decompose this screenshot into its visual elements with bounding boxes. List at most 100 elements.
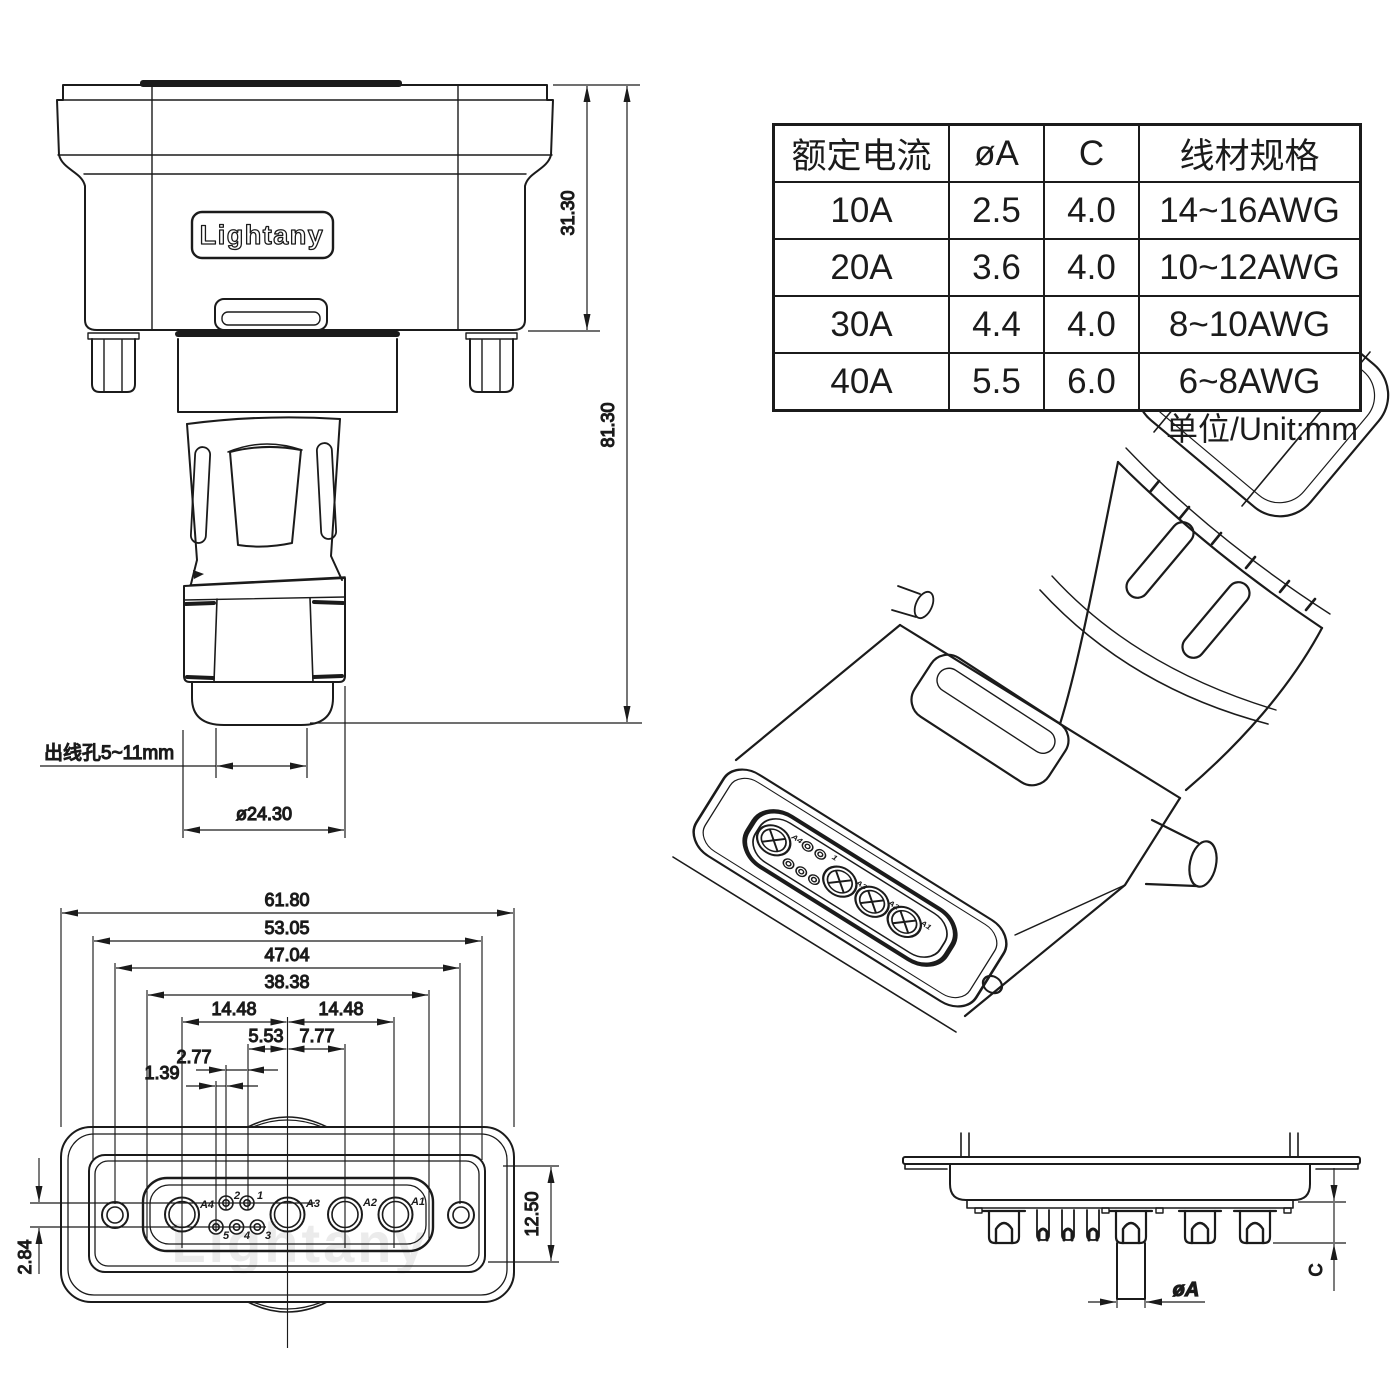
iso-contact-a2 [854,885,890,918]
spec-cell: 30A [775,295,948,352]
dim-upper-height: 31.30 [528,84,640,332]
cable-hole-note: 出线孔5~11mm [44,742,174,764]
dim-panel-height-value: 12.50 [522,1191,542,1236]
iso-left-jackscrew-stub [891,585,935,620]
dim-total-height: 81.30 [310,86,642,724]
label-p5: 5 [223,1230,230,1242]
rear-view-signal-pins [1036,1209,1100,1242]
spec-table-header-wire-gauge: 线材规格 [1138,126,1359,181]
label-a1: A1 [410,1196,425,1208]
label-a4: A4 [199,1199,214,1211]
dim-total-height-value: 81.30 [598,402,618,447]
dim-panel-height: 12.50 [488,1165,559,1263]
label-p3: 3 [265,1230,271,1242]
spec-table-header-c: C [1043,126,1138,181]
brand-logo-text: Lightany [200,220,325,250]
side-view-flange [87,331,518,340]
dim-panel-width-value: 53.05 [264,918,309,938]
dim-row-spacing-value: 2.84 [15,1239,35,1274]
rear-view [902,1132,1361,1300]
spec-cell: 4.0 [1043,295,1138,352]
rear-view-power-cups [981,1209,1278,1245]
side-view-gland-nut [183,577,346,683]
dim-small-right-value: 7.77 [299,1026,334,1046]
brand-logo-plate: Lightany [190,210,335,260]
dim-row-offset: 1.39 [144,1062,258,1090]
iso-right-jackscrew-stub [1144,818,1218,888]
label-p2: 2 [233,1190,240,1202]
rear-view-jackscrew-shafts [960,1132,1299,1158]
spec-cell: 8~10AWG [1138,295,1359,352]
iso-contact-a3 [822,865,858,898]
dim-small-right: 7.77 [288,1025,344,1053]
spec-cell: 3.6 [948,238,1043,295]
dim-insert-width: 38.38 [148,971,428,999]
dim-row-spacing: 2.84 [14,1158,315,1275]
rear-view-center-barrel [1116,1242,1146,1300]
rear-view-shell [949,1163,1311,1214]
side-view-rear-block [177,338,398,413]
rear-view-flange-plate [902,1156,1361,1170]
label-p4: 4 [243,1230,250,1242]
dim-insert-width-value: 38.38 [264,972,309,992]
front-ext-lines [60,908,515,1348]
spec-cell: 10A [775,181,948,238]
side-view-strain-relief [186,416,346,586]
dim-panel-width: 53.05 [94,917,481,945]
dim-gland-diameter: ø24.30 [182,686,346,838]
iso-strain-relief-neck [1039,460,1324,792]
dim-pitch-right: 14.48 [288,998,393,1026]
spec-cell: 5.5 [948,352,1043,409]
iso-view: A4 1 A3 A2 A1 [672,267,1390,1033]
dim-small-left: 5.53 [248,1025,287,1053]
dim-pitch-left-value: 14.48 [211,999,256,1019]
label-a3: A3 [305,1198,320,1210]
spec-cell: 4.0 [1043,238,1138,295]
spec-cell: 10~12AWG [1138,238,1359,295]
spec-cell: 4.4 [948,295,1043,352]
dim-pin-pitch: 2.77 [176,1046,278,1074]
side-view-gland-dome [191,681,334,726]
iso-mounting-hole [981,974,1004,995]
iso-latch-tab [910,653,1070,787]
dim-mount-spacing: 47.04 [116,944,459,972]
dim-small-left-value: 5.53 [248,1026,283,1046]
spec-cell: 40A [775,352,948,409]
iso-nut-serrations [1148,479,1317,612]
side-view-right-jackscrew [469,338,514,393]
iso-signal-contacts [782,840,827,886]
side-view-hood-body [56,84,554,331]
iso-contact-a1 [886,905,923,939]
dim-contact-diameter: øA [1088,1278,1205,1308]
dim-pitch-right-value: 14.48 [318,999,363,1019]
side-view-dimensions: 31.30 81.30 出线孔5~11mm ø24.30 [40,84,642,838]
label-p1: 1 [257,1190,263,1202]
iso-contact-a4 [755,824,792,857]
dim-overall-width: 61.80 [62,889,513,917]
spec-table-header-current: 额定电流 [791,137,932,176]
spec-cell: 6~8AWG [1138,352,1359,409]
dim-contact-diameter-value: øA [1173,1279,1200,1301]
side-view-left-jackscrew [91,338,136,393]
dim-row-offset-value: 1.39 [144,1063,179,1083]
dim-cable-hole: 出线孔5~11mm [40,728,308,778]
dim-tail-depth: C [1273,1168,1346,1291]
dim-mount-spacing-value: 47.04 [264,945,309,965]
spec-cell: 4.0 [1043,181,1138,238]
iso-face: A4 1 A3 A2 A1 [692,768,1008,1008]
front-view-contact-labels: A4 2 1 5 4 3 A3 A2 A1 [199,1190,425,1242]
spec-cell: 14~16AWG [1138,181,1359,238]
label-a2: A2 [362,1197,377,1209]
dim-upper-height-value: 31.30 [558,190,578,235]
side-view-latch-tab [214,298,328,331]
spec-cell: 2.5 [948,181,1043,238]
rear-view-dimensions: øA C [1088,1168,1346,1308]
spec-cell: 20A [775,238,948,295]
unit-note: 单位/Unit:mm [1165,411,1358,447]
dim-pitch-left: 14.48 [183,998,287,1026]
spec-cell: 6.0 [1043,352,1138,409]
side-view: Lightany [56,80,554,726]
dim-pin-pitch-value: 2.77 [176,1047,211,1067]
